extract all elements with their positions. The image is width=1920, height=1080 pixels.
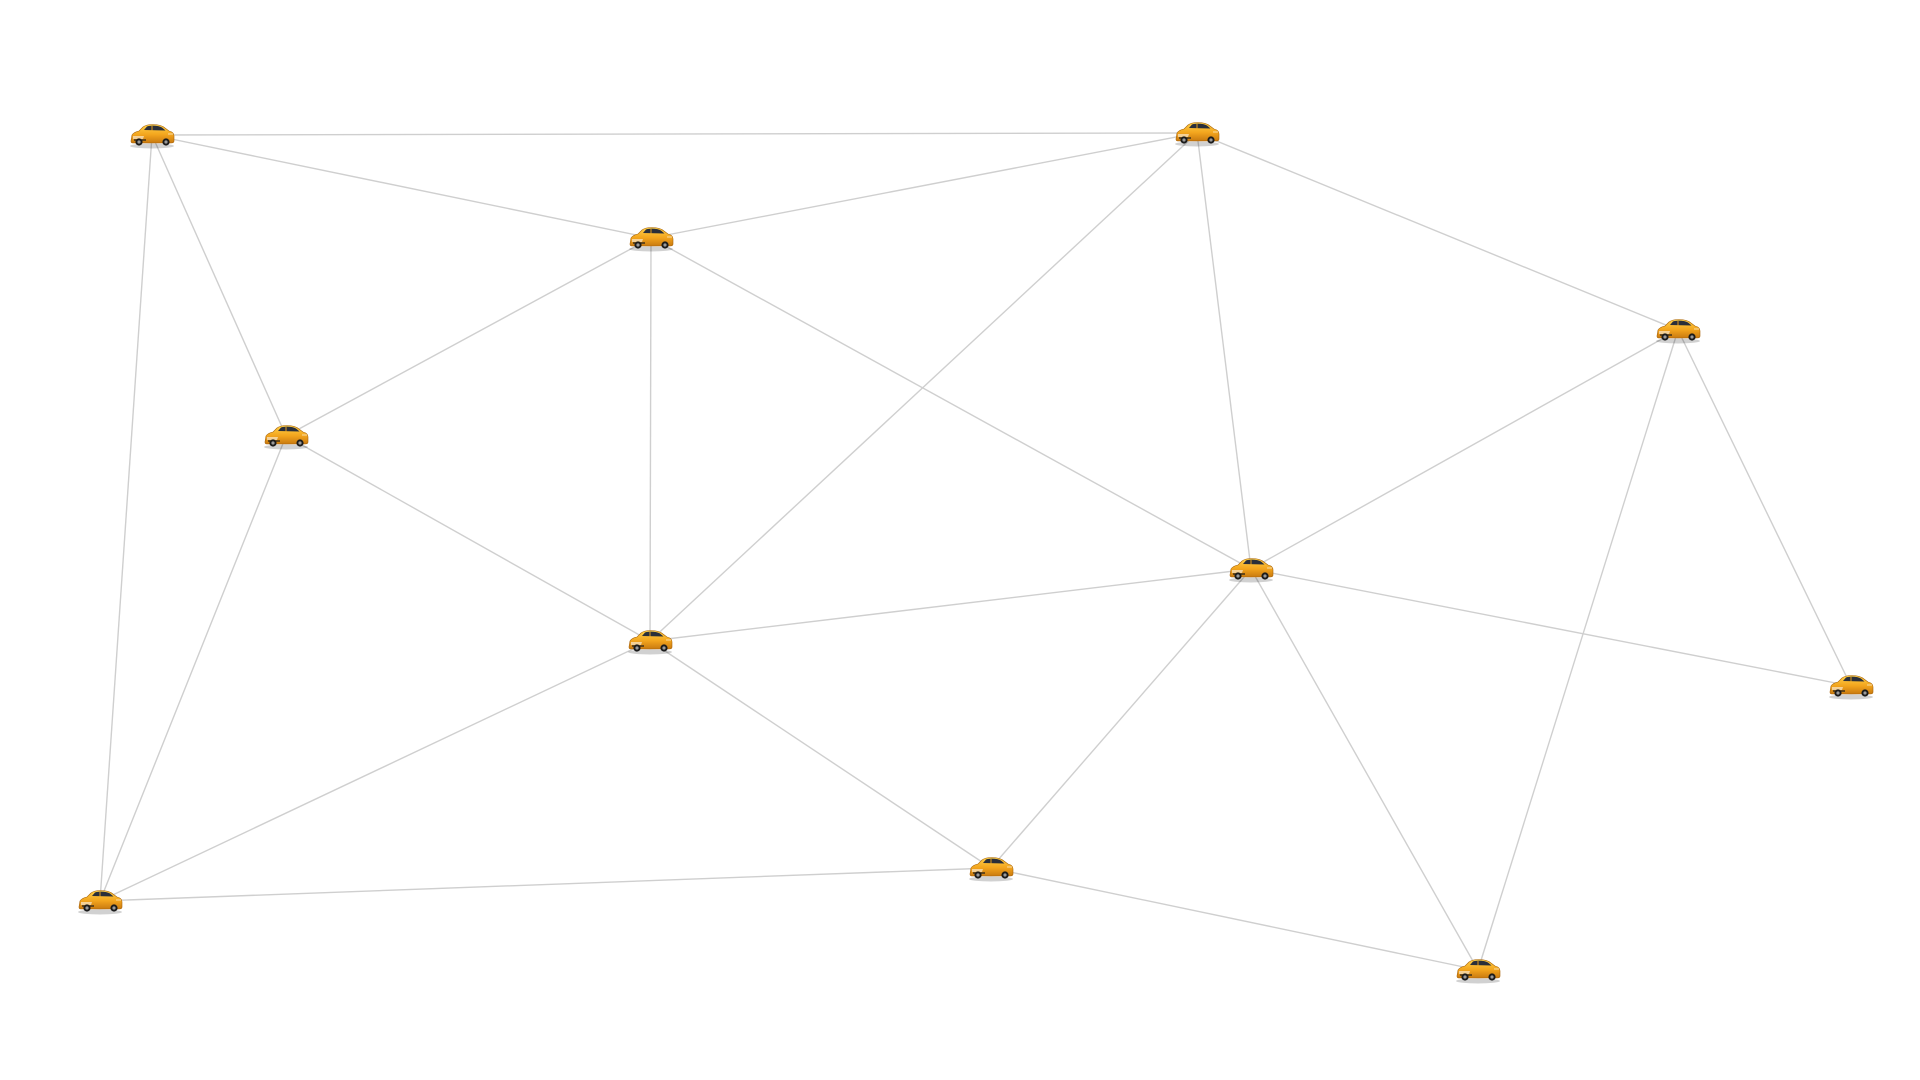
car-icon (263, 424, 309, 450)
car-icon (968, 856, 1014, 882)
edge-n3-n7 (649, 237, 652, 642)
car-icon (1174, 121, 1220, 147)
car-icon (1228, 557, 1274, 583)
edge-n1-n9 (99, 134, 153, 902)
edge-n3-n4 (285, 237, 652, 437)
edge-n5-n11 (1477, 329, 1679, 971)
car-icon (129, 123, 175, 149)
edge-n5-n6 (1250, 329, 1679, 570)
edge-n1-n2 (151, 132, 1198, 136)
edges-layer (99, 132, 1852, 971)
edge-n4-n9 (99, 435, 287, 902)
edge-n6-n8 (1250, 568, 1852, 687)
car-icon (627, 629, 673, 655)
edge-n9-n10 (99, 867, 992, 902)
edge-n6-n11 (1250, 568, 1479, 971)
edge-n2-n3 (650, 132, 1198, 239)
nodes-layer (77, 121, 1874, 984)
edge-n6-n10 (990, 568, 1252, 869)
edge-n2-n5 (1196, 132, 1679, 331)
edge-n4-n7 (285, 435, 651, 642)
edge-n3-n6 (650, 237, 1252, 570)
edge-n1-n4 (151, 134, 287, 437)
car-icon (1455, 958, 1501, 984)
edge-n1-n3 (151, 134, 652, 239)
edge-n5-n8 (1677, 329, 1852, 687)
edge-n2-n6 (1196, 132, 1252, 570)
edge-n7-n10 (649, 640, 992, 869)
edge-n10-n11 (990, 867, 1479, 971)
edge-n6-n7 (649, 568, 1252, 642)
edge-n2-n7 (649, 132, 1198, 642)
car-icon (1828, 674, 1874, 700)
edge-n7-n9 (99, 640, 651, 902)
car-icon (628, 226, 674, 252)
